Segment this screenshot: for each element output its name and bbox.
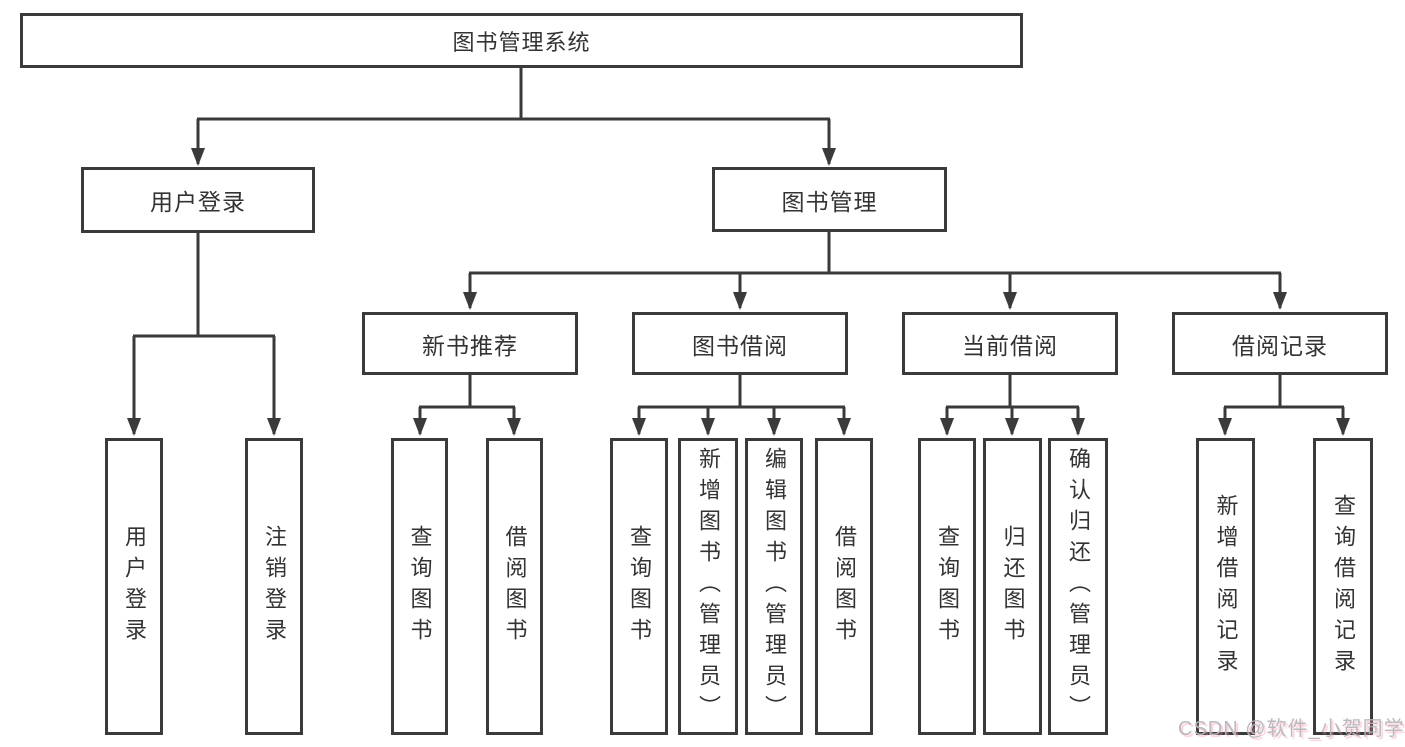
node-book-management: 图书管理 xyxy=(712,167,947,232)
leaf-current-confirm-return-admin: 确认归还（管理员） xyxy=(1048,438,1108,735)
node-current-borrow: 当前借阅 xyxy=(902,312,1118,375)
leaf-label: 查询图书 xyxy=(407,524,433,649)
leaf-borrow-add-books-admin: 新增图书（管理员） xyxy=(678,438,738,735)
leaf-logout: 注销登录 xyxy=(245,438,303,735)
leaf-label: 借阅图书 xyxy=(502,524,528,649)
leaf-label: 注销登录 xyxy=(262,524,287,649)
node-new-book-recommend: 新书推荐 xyxy=(362,312,578,375)
node-borrow-record: 借阅记录 xyxy=(1172,312,1388,375)
leaf-label: 查询借阅记录 xyxy=(1331,493,1356,680)
leaf-newbook-borrow-books: 借阅图书 xyxy=(486,438,543,735)
leaf-newbook-query-books: 查询图书 xyxy=(391,438,448,735)
leaf-label: 编辑图书（管理员） xyxy=(762,447,787,726)
node-root-system: 图书管理系统 xyxy=(20,13,1023,68)
leaf-record-query: 查询借阅记录 xyxy=(1313,438,1373,735)
leaf-borrow-borrow-books: 借阅图书 xyxy=(815,438,873,735)
leaf-label: 查询图书 xyxy=(935,524,960,649)
node-book-borrow: 图书借阅 xyxy=(632,312,848,375)
node-user-login: 用户登录 xyxy=(81,167,315,233)
leaf-borrow-query-books: 查询图书 xyxy=(610,438,668,735)
leaf-label: 借阅图书 xyxy=(832,524,857,649)
leaf-label: 归还图书 xyxy=(1000,524,1026,649)
leaf-borrow-edit-books-admin: 编辑图书（管理员） xyxy=(745,438,803,735)
leaf-record-add: 新增借阅记录 xyxy=(1196,438,1255,735)
leaf-current-return-books: 归还图书 xyxy=(983,438,1042,735)
leaf-label: 查询图书 xyxy=(627,524,652,649)
csdn-watermark: CSDN @软件_小贺同学 xyxy=(1178,718,1405,740)
leaf-label: 确认归还（管理员） xyxy=(1066,447,1091,726)
leaf-user-login: 用户登录 xyxy=(105,438,163,735)
leaf-current-query-books: 查询图书 xyxy=(918,438,976,735)
leaf-label: 新增图书（管理员） xyxy=(696,447,721,726)
leaf-label: 新增借阅记录 xyxy=(1213,493,1239,680)
leaf-label: 用户登录 xyxy=(122,524,147,649)
